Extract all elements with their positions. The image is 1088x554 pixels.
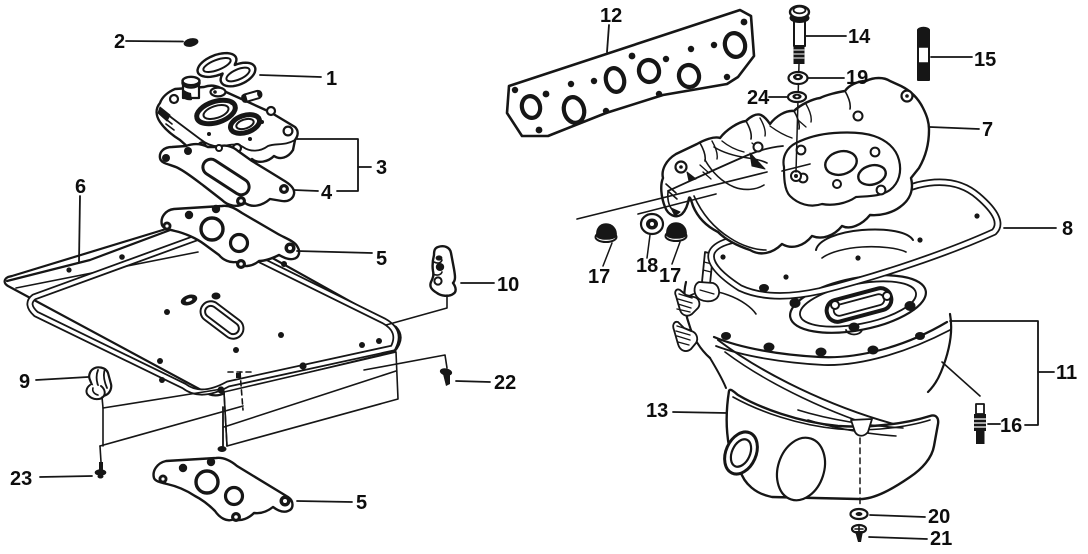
- svg-text:21: 21: [930, 528, 952, 550]
- svg-text:10: 10: [497, 274, 519, 296]
- svg-text:16: 16: [1000, 415, 1022, 437]
- svg-text:14: 14: [848, 26, 871, 48]
- svg-text:18: 18: [636, 255, 658, 277]
- svg-text:9: 9: [19, 371, 30, 393]
- svg-text:5: 5: [356, 492, 367, 514]
- svg-text:1: 1: [326, 68, 337, 90]
- svg-text:19: 19: [846, 67, 868, 89]
- svg-text:5: 5: [376, 248, 387, 270]
- svg-text:15: 15: [974, 49, 996, 71]
- svg-text:7: 7: [982, 119, 993, 141]
- svg-text:6: 6: [75, 176, 86, 198]
- svg-text:20: 20: [928, 506, 950, 528]
- svg-text:2: 2: [114, 31, 125, 53]
- svg-text:22: 22: [494, 372, 516, 394]
- svg-text:23: 23: [10, 468, 32, 490]
- svg-text:24: 24: [747, 87, 770, 109]
- svg-text:12: 12: [600, 5, 622, 27]
- svg-text:8: 8: [1062, 218, 1073, 240]
- svg-text:17: 17: [659, 265, 681, 287]
- svg-text:17: 17: [588, 266, 610, 288]
- svg-text:13: 13: [646, 400, 668, 422]
- svg-text:3: 3: [376, 157, 387, 179]
- svg-text:4: 4: [321, 182, 333, 204]
- svg-text:11: 11: [1056, 362, 1077, 384]
